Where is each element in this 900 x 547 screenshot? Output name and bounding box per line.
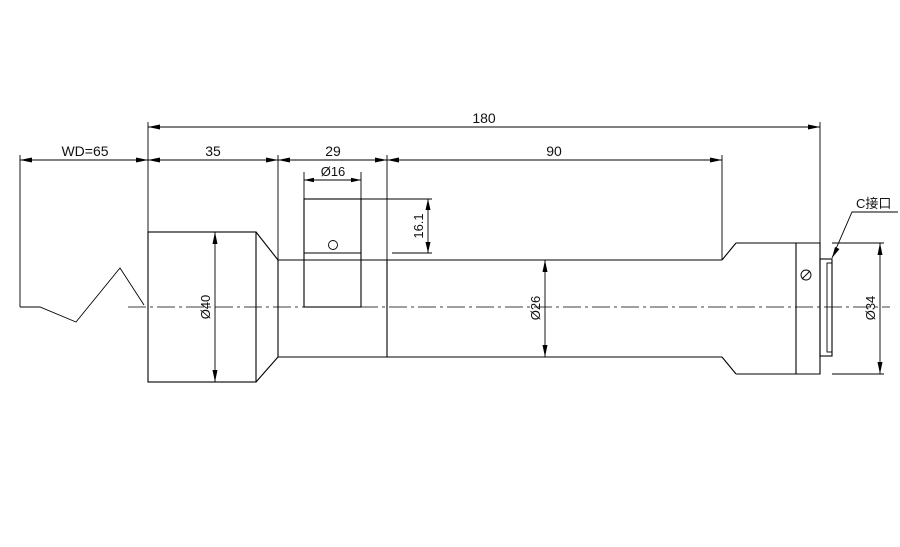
label-mount-diameter: Ø16 (321, 164, 346, 179)
extension-lines (19, 122, 884, 375)
label-front-diameter: Ø40 (198, 295, 213, 320)
dim-rear-diameter (877, 243, 883, 374)
break-line (20, 267, 145, 323)
label-rear-diameter: Ø34 (863, 296, 878, 321)
rear-body (736, 242, 821, 375)
c-mount-thread-inner (826, 262, 833, 353)
label-c-mount: C接口 (856, 196, 891, 211)
rear-taper (721, 242, 737, 375)
lock-screw-slot (801, 270, 811, 280)
c-mount-thread (819, 258, 833, 357)
dim-total-length (148, 124, 820, 130)
label-front-length: 35 (205, 143, 221, 159)
dim-working-distance (20, 157, 148, 163)
label-tube-diameter: Ø26 (528, 296, 543, 321)
label-total-length: 180 (472, 110, 496, 126)
label-mount-height: 16.1 (411, 213, 426, 238)
dim-rear-length (387, 157, 722, 163)
object-plane (20, 267, 145, 323)
label-working-distance: WD=65 (61, 143, 108, 159)
label-rear-length: 90 (546, 143, 562, 159)
main-tube (278, 259, 722, 358)
lens-body (147, 198, 833, 383)
dim-front-diameter (212, 232, 218, 382)
c-mount-leader (831, 211, 898, 259)
front-taper (255, 231, 279, 383)
dim-mid-length (278, 157, 387, 163)
lock-screw (800, 269, 812, 281)
mount-screw-hole (328, 240, 338, 250)
label-mid-length: 29 (325, 143, 341, 159)
dim-mount-height (425, 199, 431, 253)
dim-tube-diameter (542, 260, 548, 357)
dim-front-length (148, 157, 278, 163)
dim-mount-diameter (304, 177, 361, 183)
